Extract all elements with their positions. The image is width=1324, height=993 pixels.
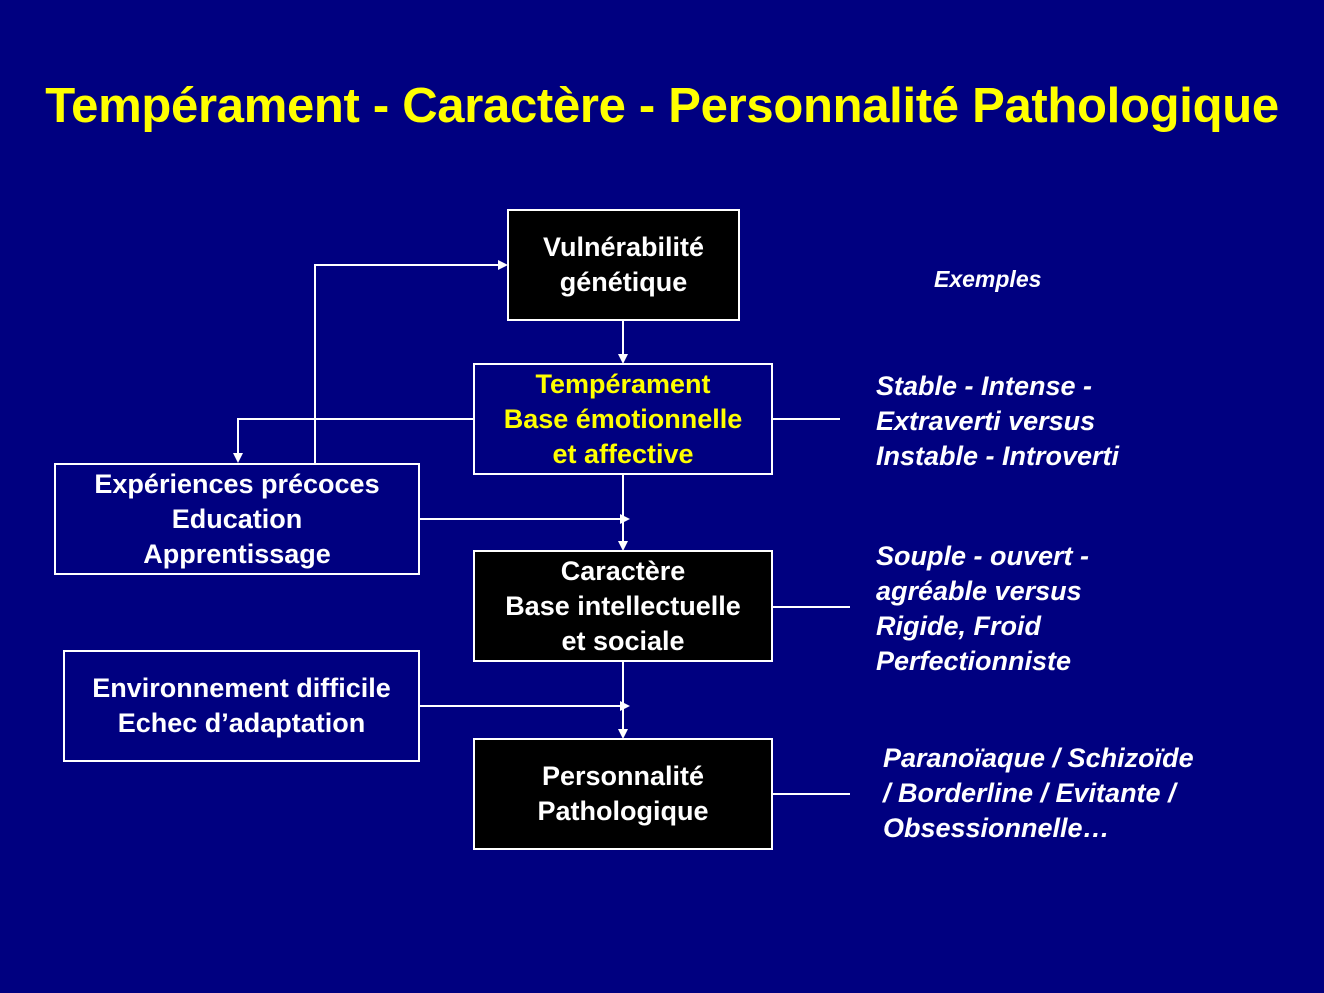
box-early-line1: Expériences précoces	[94, 468, 380, 499]
examples-pathological-line: Paranoïaque / Schizoïde	[883, 743, 1194, 773]
box-early-line3: Apprentissage	[143, 538, 331, 569]
box-temperament-line2: Base émotionnelle	[503, 403, 743, 434]
box-temperament: Tempérament Base émotionnelle et affecti…	[473, 363, 773, 475]
box-character-line3: et sociale	[561, 625, 685, 656]
examples-character: Souple - ouvert - agréable versus Rigide…	[876, 539, 1089, 679]
examples-character-line: Rigide, Froid	[876, 611, 1041, 641]
arrow-early-to-genetic	[314, 260, 508, 463]
examples-pathological-line: / Borderline / Evitante /	[883, 778, 1176, 808]
examples-character-line: Souple - ouvert -	[876, 541, 1090, 571]
box-genetic-line1: Vulnérabilité	[542, 232, 705, 262]
box-temperament-line1: Tempérament	[535, 368, 711, 399]
box-genetic-vulnerability: Vulnérabilité génétique	[507, 209, 740, 321]
box-environment-line2: Echec d’adaptation	[117, 708, 366, 738]
slide-title: Tempérament - Caractère - Personnalité P…	[45, 79, 1279, 133]
box-environment-line1: Environnement difficile	[92, 673, 391, 703]
examples-temperament-line: Stable - Intense -	[876, 371, 1093, 401]
box-early-experiences: Expériences précoces Education Apprentis…	[54, 463, 420, 575]
examples-temperament-line: Instable - Introverti	[876, 441, 1120, 471]
box-pathological-personality: Personnalité Pathologique	[473, 738, 773, 850]
box-early-line2: Education	[171, 503, 303, 534]
examples-pathological-line: Obsessionnelle…	[883, 813, 1110, 843]
examples-temperament: Stable - Intense - Extraverti versus Ins…	[876, 369, 1119, 474]
arrow-temperament-to-early	[233, 418, 473, 463]
examples-temperament-line: Extraverti versus	[876, 406, 1096, 436]
box-character-line2: Base intellectuelle	[505, 590, 741, 621]
box-pathological-line2: Pathologique	[537, 796, 709, 826]
box-difficult-environment: Environnement difficile Echec d’adaptati…	[63, 650, 420, 762]
box-temperament-line3: et affective	[552, 438, 694, 469]
examples-pathological: Paranoïaque / Schizoïde / Borderline / E…	[883, 741, 1194, 846]
box-pathological-line1: Personnalité	[541, 761, 705, 791]
examples-heading: Exemples	[934, 266, 1042, 292]
box-character: Caractère Base intellectuelle et sociale	[473, 550, 773, 662]
examples-character-line: agréable versus	[876, 576, 1082, 606]
box-character-line1: Caractère	[560, 555, 686, 586]
examples-character-line: Perfectionniste	[876, 646, 1072, 676]
box-genetic-line2: génétique	[559, 267, 688, 297]
